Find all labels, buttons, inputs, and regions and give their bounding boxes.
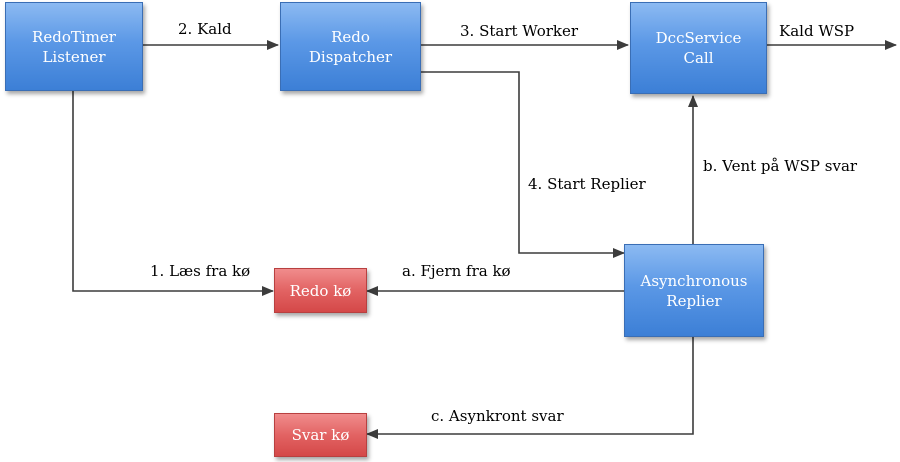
edge-label-kald-wsp: Kald WSP: [779, 22, 855, 40]
node-dccservice-call-label: DccService Call: [655, 29, 742, 67]
node-redo-queue[interactable]: Redo kø: [274, 268, 367, 313]
edge-laes-fra-koe: [72, 91, 274, 296]
node-redotimer-listener[interactable]: RedoTimer Listener: [5, 2, 143, 91]
edge-label-vent-wsp-svar: b. Vent på WSP svar: [703, 157, 858, 175]
edge-label-laes-fra-koe: 1. Læs fra kø: [150, 262, 251, 280]
edge-start-replier: [421, 71, 625, 258]
node-asynchronous-replier-label: Asynchronous Replier: [640, 271, 748, 310]
node-redotimer-listener-label: RedoTimer Listener: [32, 27, 116, 66]
edge-label-kald: 2. Kald: [178, 20, 232, 38]
node-redo-dispatcher-label: Redo Dispatcher: [308, 27, 393, 66]
edge-label-start-worker: 3. Start Worker: [460, 22, 579, 40]
edge-asynkront-svar: [366, 337, 694, 439]
node-asynchronous-replier[interactable]: Asynchronous Replier: [624, 244, 764, 337]
node-svar-queue-label: Svar kø: [291, 426, 350, 444]
node-svar-queue[interactable]: Svar kø: [274, 413, 367, 457]
node-dccservice-call[interactable]: DccService Call: [630, 2, 767, 94]
edge-label-fjern-fra-koe: a. Fjern fra kø: [402, 262, 511, 280]
edge-label-asynkront-svar: c. Asynkront svar: [431, 407, 564, 425]
node-redo-queue-label: Redo kø: [289, 281, 352, 300]
node-redo-dispatcher[interactable]: Redo Dispatcher: [280, 2, 421, 91]
edge-label-start-replier: 4. Start Replier: [528, 175, 646, 193]
